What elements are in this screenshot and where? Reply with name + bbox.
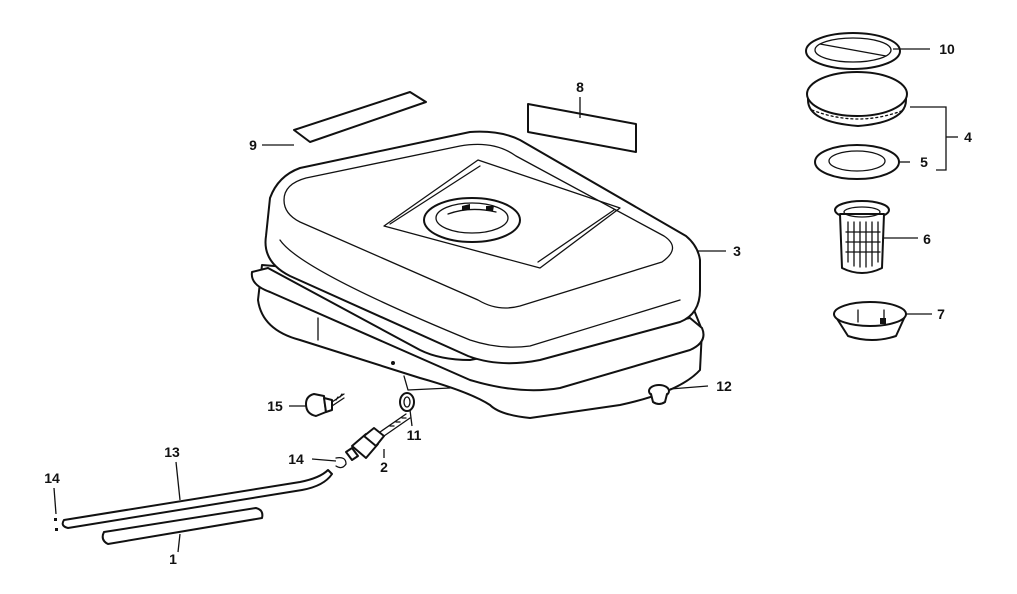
callout-7: 7 — [937, 306, 945, 322]
leader-lines — [53, 48, 958, 553]
decal-8 — [527, 103, 637, 153]
decal-9 — [293, 91, 427, 143]
fuel-gauge — [305, 393, 345, 417]
strainer-cup — [833, 301, 907, 341]
callout-14-b: 14 — [288, 451, 304, 467]
callout-14-a: 14 — [44, 470, 60, 486]
cap-gasket — [805, 32, 901, 70]
callout-4: 4 — [964, 129, 972, 145]
callout-11: 11 — [407, 427, 422, 443]
fuel-tube — [101, 507, 264, 545]
hose-clip — [335, 456, 347, 469]
small-clip — [54, 518, 58, 531]
fuel-cap — [806, 71, 908, 127]
callout-6: 6 — [923, 231, 931, 247]
callout-5: 5 — [920, 154, 928, 170]
washer — [399, 392, 415, 412]
callout-15: 15 — [267, 398, 283, 414]
drain-plug — [648, 384, 670, 405]
callout-3: 3 — [733, 243, 741, 259]
callout-labels: 1 2 3 4 5 6 7 8 9 10 11 12 13 14 14 15 — [44, 41, 972, 567]
callout-10: 10 — [939, 41, 955, 57]
cap-ring — [814, 144, 900, 180]
callout-2: 2 — [380, 459, 388, 475]
fuel-hose — [61, 469, 333, 529]
callout-13: 13 — [164, 444, 180, 460]
callout-1: 1 — [169, 551, 177, 567]
callout-12: 12 — [716, 378, 732, 394]
fuel-valve — [345, 413, 411, 461]
fuel-strainer — [834, 200, 890, 274]
callout-9: 9 — [249, 137, 257, 153]
callout-8: 8 — [576, 79, 584, 95]
fuel-tank — [250, 130, 705, 419]
